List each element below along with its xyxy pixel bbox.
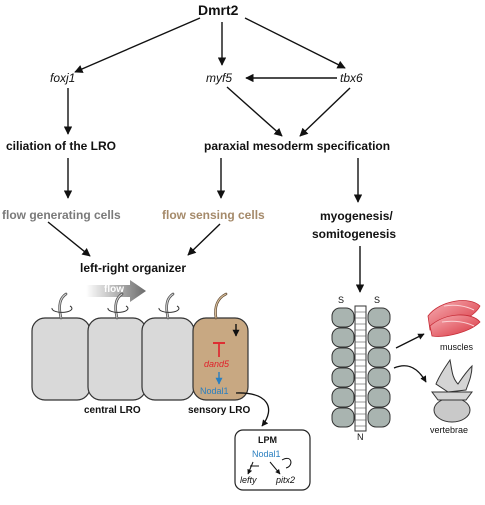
dand5-label: dand5 bbox=[204, 359, 230, 369]
to-muscles-arrow bbox=[395, 333, 425, 349]
to-vertebrae-arrow bbox=[393, 365, 427, 383]
central-lro-cells bbox=[31, 292, 195, 401]
lpm-box bbox=[234, 429, 311, 491]
flow-label: flow bbox=[104, 284, 124, 295]
somite-s-left: S bbox=[338, 295, 345, 305]
somite-n: N bbox=[357, 432, 364, 442]
node-left-right-organizer: left-right organizer bbox=[80, 261, 187, 275]
node-dmrt2: Dmrt2 bbox=[198, 2, 239, 18]
somite-s-right: S bbox=[374, 295, 381, 305]
vertebrae-label: vertebrae bbox=[430, 425, 469, 435]
sensory-lro-label: sensory LRO bbox=[188, 405, 251, 416]
muscles-illustration bbox=[427, 300, 481, 337]
node-myogenesis-line1: myogenesis/ bbox=[320, 209, 393, 223]
vertebrae-illustration bbox=[431, 358, 473, 423]
node-myogenesis-line2: somitogenesis bbox=[312, 227, 397, 241]
somite-column bbox=[331, 305, 391, 432]
node-ciliation: ciliation of the LRO bbox=[6, 139, 116, 153]
node-tbx6: tbx6 bbox=[340, 71, 363, 85]
flow-arrow bbox=[86, 280, 146, 302]
muscles-label: muscles bbox=[440, 342, 474, 352]
lpm-lefty: lefty bbox=[240, 475, 257, 485]
node-paraxial: paraxial mesoderm specification bbox=[204, 139, 391, 153]
top-arrows bbox=[47, 17, 365, 293]
lpm-title: LPM bbox=[258, 435, 277, 445]
central-lro-label: central LRO bbox=[84, 405, 141, 416]
nodal1-label: Nodal1 bbox=[200, 386, 229, 396]
node-myf5: myf5 bbox=[206, 71, 233, 85]
lpm-nodal1: Nodal1 bbox=[252, 449, 281, 459]
node-foxj1: foxj1 bbox=[50, 71, 76, 85]
lro-to-lpm-arrow bbox=[235, 392, 270, 427]
sensory-lro-cell bbox=[192, 292, 249, 401]
node-flow-generating: flow generating cells bbox=[2, 208, 121, 222]
node-flow-sensing: flow sensing cells bbox=[162, 208, 265, 222]
lpm-pitx2: pitx2 bbox=[276, 475, 296, 485]
